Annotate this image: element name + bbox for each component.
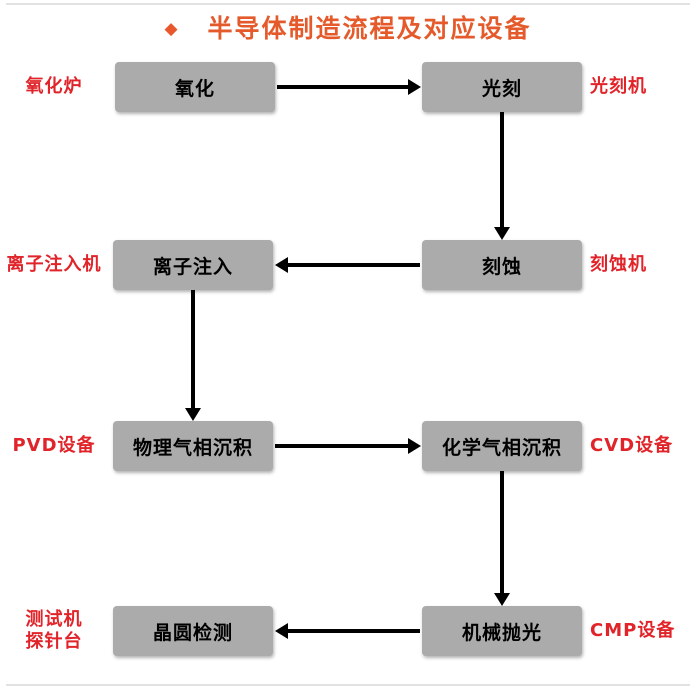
flow-node-ion-implantation: 离子注入 bbox=[113, 240, 273, 290]
chart-title-row: ◆ 半导体制造流程及对应设备 bbox=[0, 14, 696, 44]
flow-node-oxidation: 氧化 bbox=[115, 62, 275, 112]
equipment-label-ion-implanter: 离子注入机 bbox=[6, 254, 102, 275]
equipment-label-etching-machine: 刻蚀机 bbox=[590, 254, 647, 275]
arrow-shaft bbox=[500, 471, 504, 593]
arrow-shaft bbox=[275, 444, 408, 448]
arrow-shaft bbox=[500, 112, 504, 227]
page-title: 半导体制造流程及对应设备 bbox=[207, 14, 532, 43]
arrow-shaft bbox=[288, 263, 420, 267]
flow-node-label: 物理气相沉积 bbox=[132, 436, 253, 459]
equipment-label-line: 探针台 bbox=[25, 631, 83, 652]
diamond-bullet-icon: ◆ bbox=[164, 19, 178, 39]
flow-node-pvd: 物理气相沉积 bbox=[113, 421, 273, 471]
arrowhead-right-icon bbox=[408, 438, 421, 454]
flow-node-label: 晶圆检测 bbox=[152, 621, 233, 644]
equipment-label-cvd-equipment: CVD设备 bbox=[590, 435, 674, 456]
top-divider bbox=[6, 3, 690, 5]
bottom-divider bbox=[6, 684, 690, 686]
equipment-label-lithography-machine: 光刻机 bbox=[590, 76, 647, 97]
equipment-label-pvd-equipment: PVD设备 bbox=[12, 435, 96, 456]
arrow-shaft bbox=[277, 85, 408, 89]
flow-node-label: 氧化 bbox=[174, 77, 215, 100]
equipment-label-oxidation-furnace: 氧化炉 bbox=[25, 76, 83, 97]
flow-node-wafer-test: 晶圆检测 bbox=[113, 606, 273, 656]
arrowhead-left-icon bbox=[275, 257, 288, 273]
flow-node-label: 化学气相沉积 bbox=[441, 436, 562, 459]
flow-node-label: 光刻 bbox=[481, 77, 522, 100]
arrowhead-left-icon bbox=[275, 623, 288, 639]
arrowhead-down-icon bbox=[185, 408, 201, 421]
equipment-label-tester-prober: 测试机 探针台 bbox=[0, 609, 108, 653]
flow-node-etching: 刻蚀 bbox=[422, 240, 582, 290]
flow-node-cmp: 机械抛光 bbox=[422, 606, 582, 656]
arrowhead-right-icon bbox=[408, 79, 421, 95]
flow-node-label: 刻蚀 bbox=[481, 255, 522, 278]
arrowhead-down-icon bbox=[494, 227, 510, 240]
flow-node-cvd: 化学气相沉积 bbox=[422, 421, 582, 471]
arrow-shaft bbox=[288, 629, 420, 633]
flow-node-label: 机械抛光 bbox=[461, 621, 542, 644]
arrow-shaft bbox=[191, 290, 195, 408]
equipment-label-cmp-equipment: CMP设备 bbox=[590, 620, 676, 641]
flow-node-lithography: 光刻 bbox=[422, 62, 582, 112]
arrowhead-down-icon bbox=[494, 593, 510, 606]
flow-node-label: 离子注入 bbox=[152, 255, 233, 278]
equipment-label-line: 测试机 bbox=[25, 609, 83, 630]
